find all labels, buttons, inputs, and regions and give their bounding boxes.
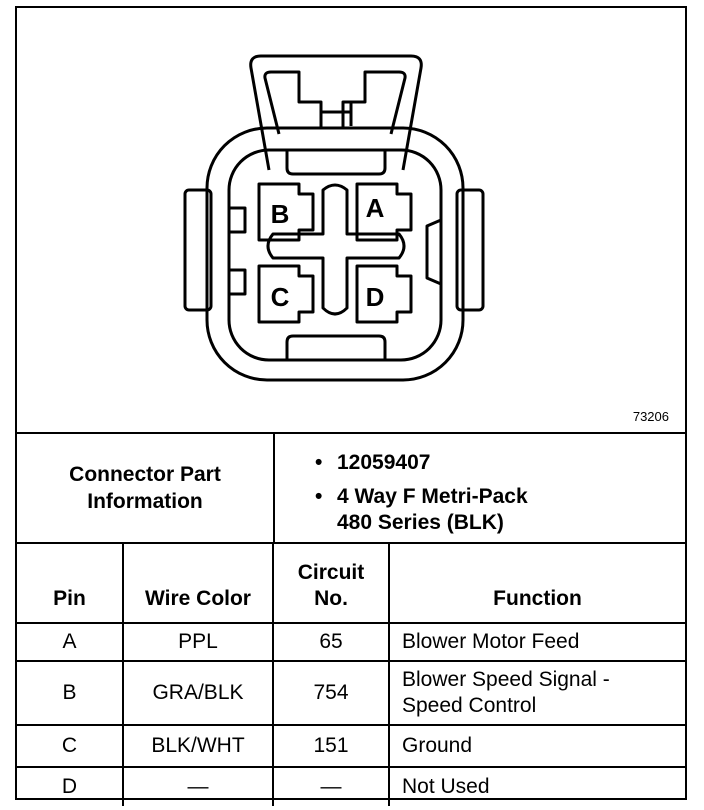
connector-part-info: Connector Part Information • 12059407 • … <box>17 434 685 544</box>
circuit-cell: — <box>272 766 390 806</box>
cavity-c <box>257 264 315 324</box>
part-number-item: • 12059407 <box>315 450 430 476</box>
wire-color-cell: PPL <box>122 622 274 662</box>
part-info-label-cell: Connector Part Information <box>17 434 275 542</box>
bottom-key <box>285 334 387 360</box>
pin-table-header: Pin Wire Color Circuit No. Function <box>17 544 685 624</box>
bullet-icon: • <box>315 451 323 474</box>
pin-label-b: B <box>271 199 290 229</box>
pin-label-a: A <box>366 193 385 223</box>
table-row: D — — Not Used <box>17 766 685 806</box>
table-row: A PPL 65 Blower Motor Feed <box>17 622 685 662</box>
wire-color-cell: — <box>122 766 274 806</box>
cavity-d <box>355 264 413 324</box>
cavity-b <box>257 182 315 242</box>
part-description-item: • 4 Way F Metri-Pack 480 Series (BLK) <box>315 484 528 536</box>
function-cell: Not Used <box>388 766 685 806</box>
part-info-values: • 12059407 • 4 Way F Metri-Pack 480 Seri… <box>275 434 685 542</box>
connector-drawing: B A C D 73206 <box>17 8 685 434</box>
header-wire-color: Wire Color <box>122 544 274 624</box>
cavity-a <box>355 182 413 242</box>
pin-label-c: C <box>271 282 290 312</box>
top-key <box>285 150 387 176</box>
part-info-label: Connector Part Information <box>69 463 221 513</box>
function-cell: Ground <box>388 724 685 768</box>
pin-cell: A <box>17 622 124 662</box>
connector-latch-inner <box>263 70 407 135</box>
pin-cell: C <box>17 724 124 768</box>
pin-cell: D <box>17 766 124 806</box>
circuit-cell: 65 <box>272 622 390 662</box>
table-row: B GRA/BLK 754 Blower Speed Signal - Spee… <box>17 660 685 726</box>
pin-cell: B <box>17 660 124 726</box>
right-side-tab <box>455 188 485 312</box>
connector-face-diagram: B A C D <box>183 54 485 382</box>
function-cell: Blower Speed Signal - Speed Control <box>388 660 685 726</box>
left-notch-upper <box>227 206 247 234</box>
connector-sheet: B A C D 73206 Connector Part Information… <box>15 6 687 806</box>
center-cross-divider <box>266 183 406 316</box>
circuit-cell: 151 <box>272 724 390 768</box>
pin-table: Pin Wire Color Circuit No. Function A PP… <box>17 544 685 806</box>
header-function: Function <box>388 544 685 624</box>
latch-t-bar <box>321 102 353 126</box>
connector-housing-outer <box>205 126 465 382</box>
figure-number: 73206 <box>632 409 669 424</box>
right-notch <box>425 218 442 286</box>
left-notch-lower <box>227 268 247 296</box>
part-number: 12059407 <box>337 451 431 474</box>
connector-housing-inner <box>227 148 443 362</box>
left-side-tab <box>183 188 213 312</box>
circuit-cell: 754 <box>272 660 390 726</box>
connector-latch <box>249 54 423 171</box>
header-circuit: Circuit No. <box>272 544 390 624</box>
table-row: C BLK/WHT 151 Ground <box>17 724 685 768</box>
wire-color-cell: GRA/BLK <box>122 660 274 726</box>
header-pin: Pin <box>17 544 124 624</box>
function-cell: Blower Motor Feed <box>388 622 685 662</box>
bullet-icon: • <box>315 485 323 508</box>
wire-color-cell: BLK/WHT <box>122 724 274 768</box>
part-description: 4 Way F Metri-Pack 480 Series (BLK) <box>337 485 528 534</box>
pin-label-d: D <box>366 282 385 312</box>
